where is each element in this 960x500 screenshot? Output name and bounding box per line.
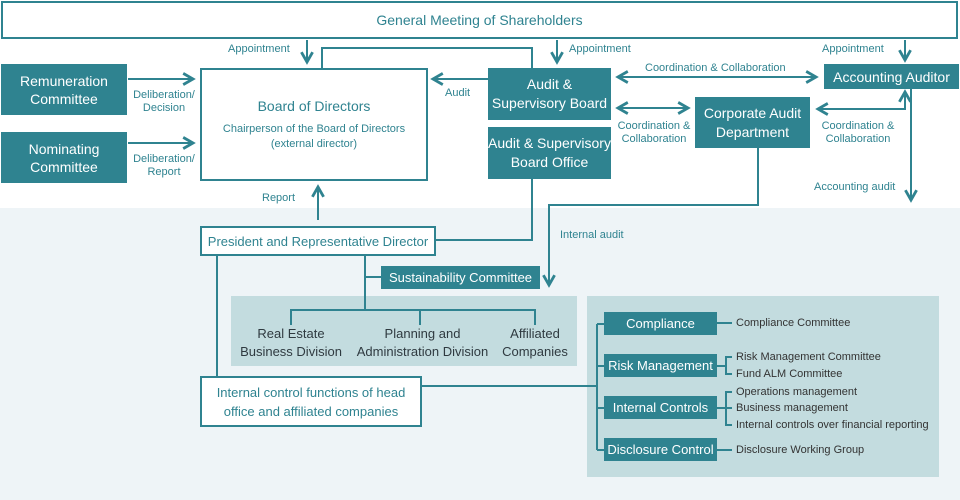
- coordination-right-line1: Coordination &: [821, 120, 895, 132]
- audit-board-line2: Supervisory Board: [491, 95, 608, 111]
- deliberation-decision-label: Deliberation/ Decision: [129, 89, 199, 115]
- affiliated-line2: Companies: [502, 344, 568, 359]
- operations-management: Operations management: [736, 386, 858, 398]
- risk-management-box: Risk Management: [604, 354, 717, 377]
- corporate-audit-line1: Corporate Audit: [703, 104, 802, 121]
- board-title: Board of Directors: [257, 97, 371, 114]
- planning-line1: Planning and: [384, 326, 461, 341]
- appointment-label-audit: Appointment: [569, 43, 631, 55]
- accounting-auditor-box: Accounting Auditor: [824, 64, 959, 89]
- disclosure-control-box: Disclosure Control: [604, 438, 717, 461]
- coordination-right-label: Coordination & Collaboration: [818, 120, 898, 146]
- affiliated-companies: Affiliated Companies: [497, 325, 573, 361]
- coordination-mid-line1: Coordination &: [617, 120, 691, 132]
- internal-audit-label: Internal audit: [560, 229, 624, 241]
- divisions-bracket: [290, 309, 536, 325]
- appointment-label-board: Appointment: [228, 43, 290, 55]
- internal-controls-financial-reporting: Internal controls over financial reporti…: [736, 419, 929, 431]
- corporate-audit-line2: Department: [715, 123, 790, 140]
- affiliated-line1: Affiliated: [510, 326, 560, 341]
- deliberation-report-line1: Deliberation/: [133, 153, 195, 165]
- disclosure-control-label: Disclosure Control: [607, 442, 714, 457]
- nominating-committee-box: Nominating Committee: [1, 132, 127, 183]
- real-estate-division: Real Estate Business Division: [236, 325, 346, 361]
- deliberation-decision-line1: Deliberation/: [133, 89, 195, 101]
- coordination-right-line2: Collaboration: [825, 133, 891, 145]
- nominating-line1: Nominating: [28, 140, 100, 157]
- coordination-mid-label: Coordination & Collaboration: [614, 120, 694, 146]
- sustainability-label: Sustainability Committee: [388, 270, 533, 285]
- board-of-directors-box: Board of Directors Chairperson of the Bo…: [200, 68, 428, 181]
- audit-supervisory-board-box: Audit & Supervisory Board: [488, 68, 611, 120]
- planning-division: Planning and Administration Division: [350, 325, 495, 361]
- general-meeting-label: General Meeting of Shareholders: [376, 12, 583, 28]
- real-estate-line2: Business Division: [240, 344, 342, 359]
- real-estate-line1: Real Estate: [257, 326, 325, 341]
- board-sub2: (external director): [270, 137, 358, 150]
- internal-controls-label: Internal Controls: [612, 400, 709, 415]
- audit-board-line1: Audit &: [526, 76, 573, 92]
- audit-label: Audit: [445, 87, 471, 99]
- board-sub1: Chairperson of the Board of Directors: [222, 122, 406, 135]
- audit-office-line2: Board Office: [510, 154, 589, 170]
- president-box: President and Representative Director: [200, 226, 436, 256]
- risk-management-committee: Risk Management Committee: [736, 351, 881, 363]
- accounting-audit-label: Accounting audit: [814, 181, 896, 193]
- board-audit-link: [321, 47, 533, 68]
- sustainability-committee-box: Sustainability Committee: [381, 266, 540, 289]
- remuneration-committee-box: Remuneration Committee: [1, 64, 127, 115]
- risk-management-label: Risk Management: [608, 358, 713, 373]
- audit-office-president-link: [429, 179, 533, 241]
- compliance-label: Compliance: [626, 316, 695, 331]
- president-label: President and Representative Director: [207, 233, 429, 249]
- internal-control-line2: office and affiliated companies: [223, 403, 399, 419]
- remuneration-line1: Remuneration: [20, 72, 108, 89]
- coordination-mid-line2: Collaboration: [621, 133, 687, 145]
- fund-alm-committee: Fund ALM Committee: [736, 368, 843, 380]
- deliberation-report-line2: Report: [147, 166, 181, 178]
- appointment-label-accounting: Appointment: [822, 43, 884, 55]
- coordination-arrow-right: [818, 92, 905, 109]
- internal-audit-arrow: [549, 148, 759, 285]
- audit-office-line1: Audit & Supervisory: [488, 135, 611, 151]
- general-meeting-box: General Meeting of Shareholders: [1, 1, 958, 39]
- corporate-audit-department-box: Corporate Audit Department: [695, 97, 810, 148]
- accounting-auditor-label: Accounting Auditor: [833, 68, 950, 85]
- deliberation-decision-line2: Decision: [142, 102, 186, 114]
- report-label: Report: [262, 192, 296, 204]
- audit-supervisory-board-office-box: Audit & Supervisory Board Office: [488, 127, 611, 179]
- internal-control-functions-box: Internal control functions of head offic…: [200, 376, 422, 427]
- compliance-box: Compliance: [604, 312, 717, 335]
- internal-controls-box: Internal Controls: [604, 396, 717, 419]
- remuneration-line2: Committee: [30, 90, 98, 107]
- planning-line2: Administration Division: [356, 344, 489, 359]
- business-management: Business management: [736, 402, 848, 414]
- compliance-committee: Compliance Committee: [736, 317, 851, 329]
- coordination-top-label: Coordination & Collaboration: [645, 62, 786, 74]
- nominating-line2: Committee: [30, 158, 98, 175]
- internal-control-line1: Internal control functions of head: [216, 384, 406, 400]
- deliberation-report-label: Deliberation/ Report: [129, 153, 199, 179]
- divisions-panel: [231, 296, 577, 366]
- disclosure-working-group: Disclosure Working Group: [736, 444, 865, 456]
